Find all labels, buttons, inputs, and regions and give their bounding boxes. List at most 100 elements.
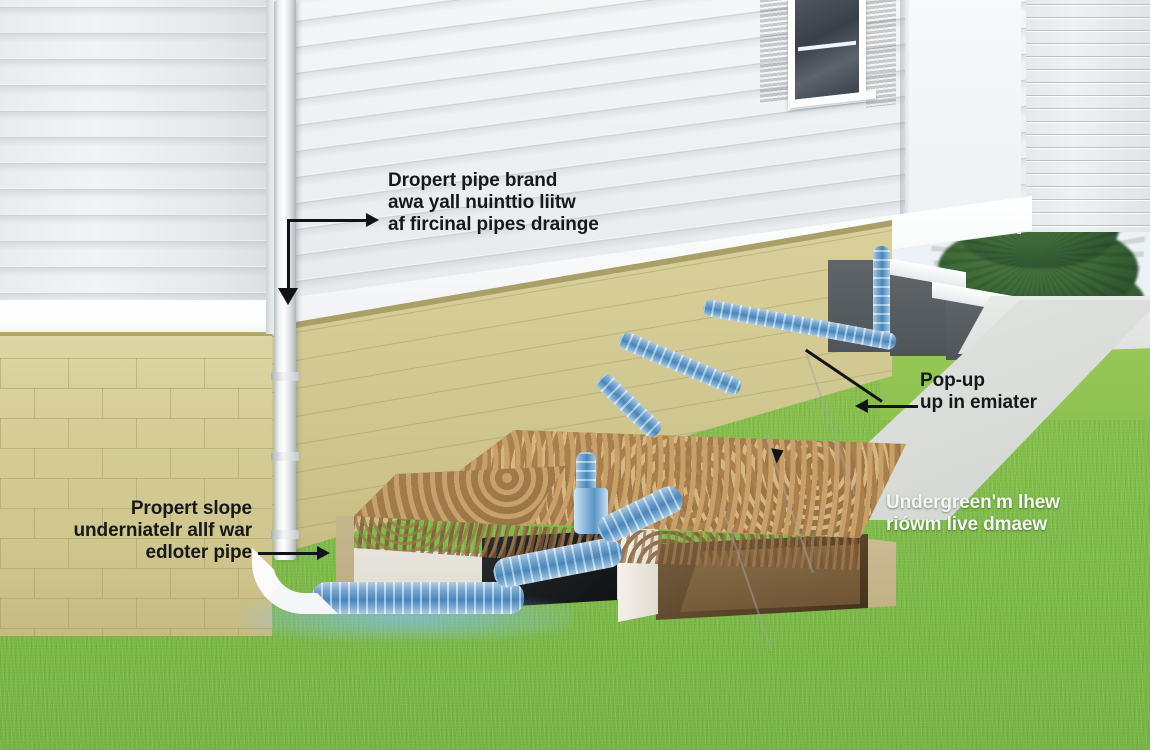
- block-joint-line: [204, 418, 205, 448]
- siding-lap-shadow: [0, 242, 272, 250]
- block-joint-line: [170, 388, 171, 418]
- leader-arrow-downspout-down: [278, 288, 298, 305]
- siding-lap-line: [1020, 173, 1150, 174]
- siding-lap-line: [1020, 212, 1150, 213]
- siding-lap-shadow: [0, 294, 272, 302]
- block-joint-line: [136, 478, 137, 508]
- leader-arrow-popup-left: [855, 399, 868, 413]
- siding-lap-shadow: [0, 112, 272, 120]
- siding-lap-line: [0, 32, 272, 34]
- siding-lap-line: [1020, 30, 1150, 31]
- block-joint-line: [136, 538, 137, 568]
- siding-lap-line: [1020, 199, 1150, 200]
- leader-arrow-slope: [317, 546, 330, 560]
- window-shutter-left: [760, 0, 790, 104]
- block-joint-line: [204, 538, 205, 568]
- leader-line-popup-horizontal: [866, 405, 918, 408]
- siding-lap-shadow: [0, 268, 272, 276]
- siding-lap-line: [0, 136, 272, 138]
- block-joint-line: [68, 418, 69, 448]
- siding-lap-line: [1020, 108, 1150, 109]
- leader-line-downspout-horizontal: [287, 219, 369, 222]
- block-joint-line: [170, 568, 171, 598]
- siding-lap-line: [0, 58, 272, 60]
- block-joint-line: [102, 448, 103, 478]
- block-joint-line: [238, 628, 239, 636]
- block-joint-line: [34, 448, 35, 478]
- block-course-line: [0, 388, 272, 389]
- siding-lap-shadow: [0, 60, 272, 68]
- block-joint-line: [238, 568, 239, 598]
- block-joint-line: [0, 538, 1, 568]
- siding-lap-line: [1020, 147, 1150, 148]
- siding-lap-line: [1020, 134, 1150, 135]
- block-course-line: [0, 478, 272, 479]
- annotation-popup-text: Pop-up up in emiater: [920, 370, 1037, 414]
- siding-lap-shadow: [0, 86, 272, 94]
- block-joint-line: [204, 358, 205, 388]
- siding-lap-shadow: [0, 164, 272, 172]
- siding-lap-line: [0, 292, 272, 294]
- block-joint-line: [170, 448, 171, 478]
- siding-lap-line: [0, 188, 272, 190]
- block-joint-line: [238, 508, 239, 538]
- background-wall: [1020, 0, 1150, 232]
- siding-lap-line: [1020, 160, 1150, 161]
- siding-lap-line: [0, 84, 272, 86]
- siding-lap-line: [0, 240, 272, 242]
- block-course-line: [0, 418, 272, 419]
- block-joint-line: [102, 568, 103, 598]
- siding-lap-shadow: [0, 216, 272, 224]
- siding-lap-line: [1020, 121, 1150, 122]
- block-joint-line: [170, 628, 171, 636]
- siding-lap-line: [1020, 225, 1150, 226]
- block-joint-line: [136, 418, 137, 448]
- block-joint-line: [204, 598, 205, 628]
- block-joint-line: [34, 568, 35, 598]
- siding-lap-line: [0, 266, 272, 268]
- drain-pipe-stoop-vertical: [873, 246, 890, 342]
- siding-lap-shadow: [0, 34, 272, 42]
- downspout: [274, 0, 296, 560]
- block-joint-line: [0, 418, 1, 448]
- trench-cutaway: [336, 430, 906, 635]
- block-joint-line: [0, 358, 1, 388]
- leader-arrow-downspout-right: [366, 213, 379, 227]
- block-course-line: [0, 358, 272, 359]
- block-course-line: [0, 568, 272, 569]
- block-course-line: [0, 448, 272, 449]
- block-course-line: [0, 628, 272, 629]
- siding-lap-line: [0, 110, 272, 112]
- siding-lap-line: [1020, 4, 1150, 5]
- block-joint-line: [68, 358, 69, 388]
- block-joint-line: [170, 508, 171, 538]
- wall-gap-sky: [905, 0, 1021, 226]
- block-joint-line: [34, 508, 35, 538]
- block-joint-line: [34, 388, 35, 418]
- block-joint-line: [68, 598, 69, 628]
- leader-line-downspout-vertical: [287, 219, 290, 291]
- foundation-top-left: [0, 332, 272, 338]
- siding-lap-shadow: [0, 138, 272, 146]
- foundation-left: [0, 336, 272, 636]
- block-joint-line: [68, 478, 69, 508]
- block-joint-line: [102, 508, 103, 538]
- block-joint-line: [102, 388, 103, 418]
- annotation-slope-text: Propert slope underniatelr allf war edlo…: [73, 498, 253, 564]
- siding-lap-line: [1020, 17, 1150, 18]
- siding-lap-shadow: [0, 8, 272, 16]
- cutaway-left-end: [336, 516, 354, 590]
- siding-lap-shadow: [0, 190, 272, 198]
- downspout-band-1: [271, 372, 299, 381]
- block-joint-line: [0, 598, 1, 628]
- siding-lap-line: [0, 162, 272, 164]
- block-joint-line: [0, 478, 1, 508]
- leader-line-slope: [258, 552, 320, 555]
- block-joint-line: [238, 388, 239, 418]
- siding-lap-line: [0, 214, 272, 216]
- siding-lap-line: [1020, 95, 1150, 96]
- window-frame: [788, 0, 876, 111]
- block-joint-line: [136, 598, 137, 628]
- block-joint-line: [34, 628, 35, 636]
